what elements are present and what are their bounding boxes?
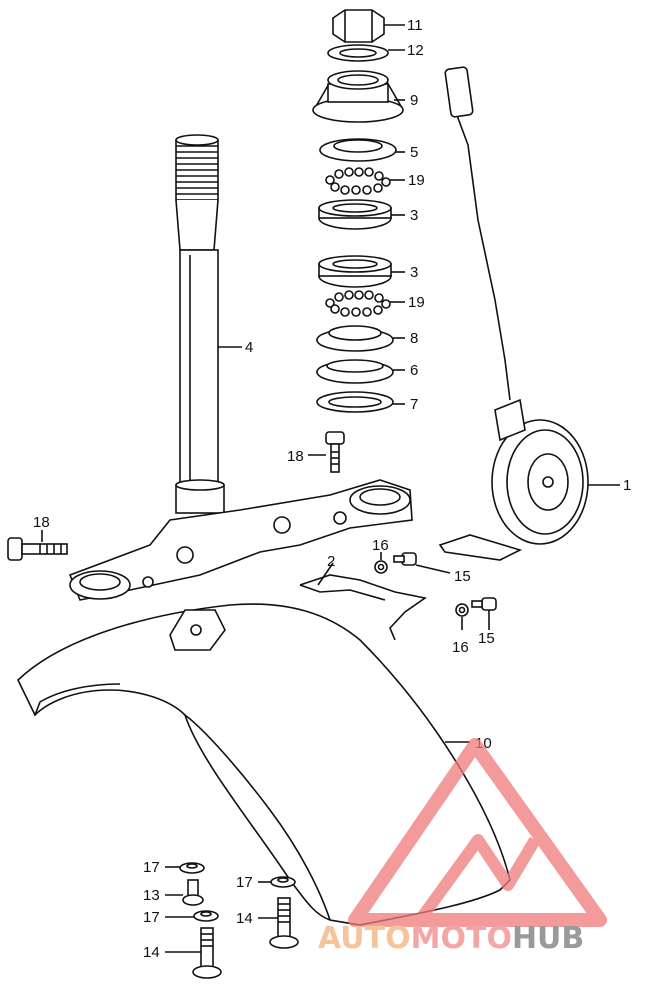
- bottom-bridge: [68, 479, 413, 601]
- callout-1: 1: [623, 477, 631, 494]
- callout-2: 2: [327, 553, 335, 570]
- watermark-text: AUTOMOTOHUB: [318, 921, 584, 956]
- wire-clip: [299, 574, 427, 641]
- leader-lines: [41, 24, 620, 953]
- callout-3-lower: 3: [410, 264, 418, 281]
- callout-7: 7: [410, 396, 418, 413]
- callout-9: 9: [410, 92, 418, 109]
- callout-4: 4: [245, 339, 253, 356]
- washer-17-c: [270, 876, 296, 888]
- callout-8: 8: [410, 330, 418, 347]
- bolt-13: [182, 879, 204, 906]
- callout-11: 11: [407, 17, 423, 34]
- callout-18-upper: 18: [287, 448, 304, 465]
- callout-19-upper: 19: [408, 172, 425, 189]
- watermark-logo: [348, 738, 607, 927]
- bolt-14-left: [192, 927, 222, 979]
- callout-17-c: 17: [236, 874, 253, 891]
- callout-14-right: 14: [236, 910, 253, 927]
- callout-16-lower: 16: [452, 639, 469, 656]
- callout-12: 12: [407, 42, 424, 59]
- front-fender: [17, 603, 511, 926]
- callout-14-left: 14: [143, 944, 160, 961]
- callout-labels: 11 12 9 5 19 3 3 19 8 6 7 4 1 18 18 2 16…: [33, 17, 631, 961]
- callout-17-b: 17: [143, 909, 160, 926]
- bolt-15-lower: [455, 597, 497, 617]
- callout-5: 5: [410, 144, 418, 161]
- callout-15-upper: 15: [454, 568, 471, 585]
- bolt-18-left: [7, 537, 68, 561]
- callout-18-left: 18: [33, 514, 50, 531]
- bolt-14-right: [269, 897, 299, 949]
- callout-19-lower: 19: [408, 294, 425, 311]
- callout-17-a: 17: [143, 859, 160, 876]
- washer-17-a: [179, 862, 205, 874]
- bolt-18-upper: [325, 431, 345, 473]
- headset-stack: [312, 9, 404, 413]
- callout-3-upper: 3: [410, 207, 418, 224]
- callout-6: 6: [410, 362, 418, 379]
- bolt-15-upper: [374, 552, 417, 574]
- callout-13: 13: [143, 887, 160, 904]
- horn: [438, 66, 589, 561]
- washer-17-b: [193, 910, 219, 922]
- callout-16-upper: 16: [372, 537, 389, 554]
- callout-15-lower: 15: [478, 630, 495, 647]
- steering-stem: [175, 134, 225, 514]
